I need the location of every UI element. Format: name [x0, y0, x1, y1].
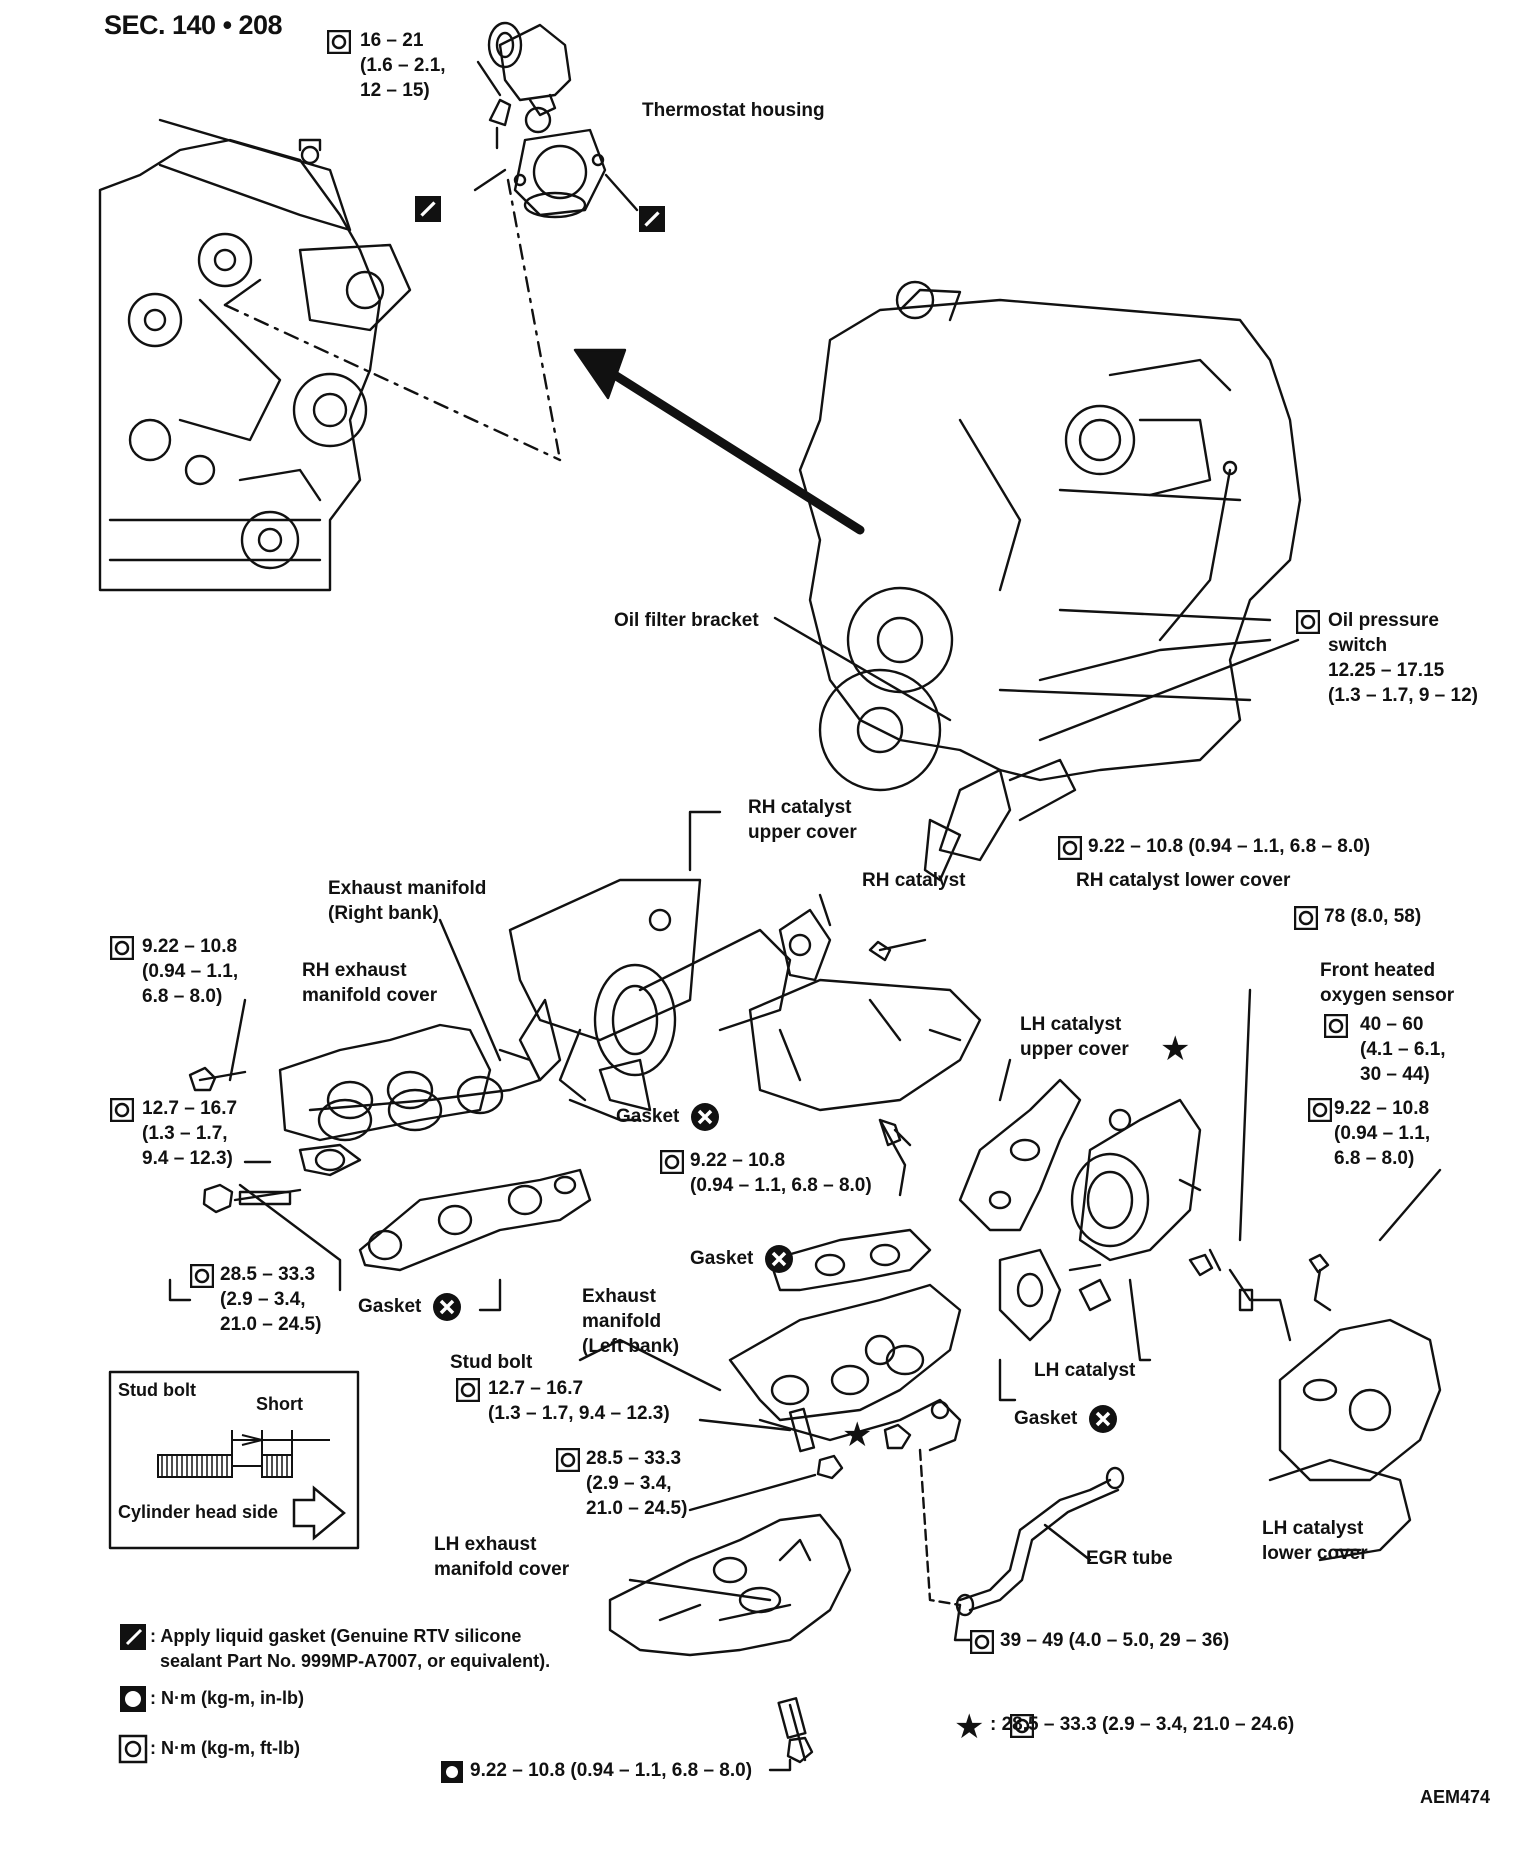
rh-manifold-gasket-label: Gasket — [358, 1296, 422, 1317]
lh-catalyst-lower-cover-label: LH catalyst lower cover — [1262, 1518, 1368, 1564]
stud-bolt-label: Stud bolt — [450, 1352, 533, 1373]
rh-catalyst-lower-cover-label: RH catalyst lower cover — [1076, 870, 1291, 891]
engine-front-view-drawing — [98, 118, 412, 592]
rh-lower-cover-torque: 9.22 – 10.8 (0.94 – 1.1, 6.8 – 8.0) — [690, 1150, 872, 1196]
inset-short-label: Short — [256, 1394, 303, 1414]
stud-bolt-inset — [157, 1430, 346, 1541]
torque-wrench-icon — [327, 30, 351, 54]
thermostat-housing-label: Thermostat housing — [642, 100, 825, 121]
lh-exhaust-manifold-cover-drawing — [608, 1513, 852, 1657]
torque-wrench-icon — [1010, 1714, 1034, 1738]
egr-tube-torque: 39 – 49 (4.0 – 5.0, 29 – 36) — [1000, 1630, 1230, 1651]
lh-catalyst-drawing — [1068, 1098, 1202, 1312]
replace-gasket-icon — [765, 1245, 793, 1273]
legend-liquid-gasket: : Apply liquid gasket (Genuine RTV silic… — [150, 1626, 551, 1671]
star-icon: ★ — [1160, 1030, 1191, 1068]
egr-tube-label: EGR tube — [1086, 1548, 1173, 1569]
liquid-gasket-icon — [415, 196, 441, 222]
rh-catalyst-upper-cover-label: RH catalyst upper cover — [748, 797, 857, 843]
torque-wrench-icon — [1296, 610, 1320, 634]
lh-exhaust-manifold-cover-label: LH exhaust manifold cover — [434, 1534, 570, 1580]
torque-wrench-icon — [556, 1448, 580, 1472]
rh-catalyst-gasket-label: Gasket — [616, 1106, 680, 1127]
oil-filter-bracket-label: Oil filter bracket — [614, 610, 759, 631]
section-reference: SEC. 140 • 208 — [104, 10, 283, 40]
torque-wrench-icon — [1308, 1098, 1332, 1122]
lh-catalyst-gasket-label: Gasket — [1014, 1408, 1078, 1429]
inset-cylinder-head-side-label: Cylinder head side — [118, 1502, 279, 1522]
engine-block-drawing — [798, 280, 1302, 882]
thermostat-bolt-torque: 16 – 21 (1.6 – 2.1, 12 – 15) — [360, 30, 446, 101]
torque-wrench-icon — [110, 1098, 134, 1122]
lh-catalyst-label: LH catalyst — [1034, 1360, 1136, 1381]
torque-wrench-icon — [110, 936, 134, 960]
oxygen-sensor-torque: 40 – 60 (4.1 – 6.1, 30 – 44) — [1360, 1014, 1446, 1085]
lh-cover-bolt-torque: 9.22 – 10.8 (0.94 – 1.1, 6.8 – 8.0) — [470, 1760, 753, 1781]
legend-symbols — [118, 1624, 148, 1764]
torque-wrench-icon — [1324, 1014, 1348, 1038]
star-icon: ★ — [842, 1416, 873, 1454]
torque-wrench-icon — [660, 1150, 684, 1174]
thermostat-housing-drawing — [473, 21, 639, 219]
torque-wrench-filled-icon — [441, 1761, 463, 1783]
torque-wrench-icon — [456, 1378, 480, 1402]
inset-stud-bolt-label: Stud bolt — [118, 1380, 196, 1400]
oil-pressure-switch-label: Oil pressure switch 12.25 – 17.15 (1.3 –… — [1328, 610, 1478, 706]
rh-cover-bolt-torque: 9.22 – 10.8 (0.94 – 1.1, 6.8 – 8.0) — [142, 936, 239, 1007]
rh-exhaust-manifold-drawing — [278, 1023, 542, 1177]
front-heated-oxygen-sensor-label: Front heated oxygen sensor — [1320, 960, 1455, 1006]
lh-stud-torque: 12.7 – 16.7 (1.3 – 1.7, 9.4 – 12.3) — [488, 1378, 670, 1424]
rh-upper-cover-torque: 9.22 – 10.8 (0.94 – 1.1, 6.8 – 8.0) — [1088, 836, 1371, 857]
torque-wrench-icon — [970, 1630, 994, 1654]
lh-exhaust-manifold-drawing — [728, 1228, 962, 1452]
replace-gasket-icon — [433, 1293, 461, 1321]
figure-code: AEM474 — [1419, 1787, 1490, 1807]
lh-nut-torque: 28.5 – 33.3 (2.9 – 3.4, 21.0 – 24.5) — [586, 1448, 688, 1519]
lh-catalyst-upper-cover-label: LH catalyst upper cover — [1020, 1014, 1129, 1060]
rh-stud-torque: 12.7 – 16.7 (1.3 – 1.7, 9.4 – 12.3) — [142, 1098, 238, 1169]
rh-nut-torque: 28.5 – 33.3 (2.9 – 3.4, 21.0 – 24.5) — [220, 1264, 322, 1335]
torque-wrench-icon — [1294, 906, 1318, 930]
replace-gasket-icon — [691, 1103, 719, 1131]
exhaust-manifold-right-label: Exhaust manifold (Right bank) — [328, 878, 487, 924]
legend-nm-inlb: : N·m (kg-m, in-lb) — [150, 1688, 304, 1708]
star-nut-torque-note: : 28.5 – 33.3 (2.9 – 3.4, 21.0 – 24.6) — [990, 1714, 1295, 1735]
torque-wrench-icon — [1058, 836, 1082, 860]
star-icon: ★ — [954, 1708, 985, 1746]
torque-wrench-icon — [190, 1264, 214, 1288]
replace-gasket-icon — [1089, 1405, 1117, 1433]
legend-nm-ftlb: : N·m (kg-m, ft-lb) — [150, 1738, 300, 1758]
lh-manifold-gasket-label: Gasket — [690, 1248, 754, 1269]
exhaust-manifold-left-label: Exhaust manifold (Left bank) — [582, 1286, 680, 1357]
liquid-gasket-icon — [639, 206, 665, 232]
lh-lower-cover-torque: 9.22 – 10.8 (0.94 – 1.1, 6.8 – 8.0) — [1334, 1098, 1431, 1169]
rh-catalyst-label: RH catalyst — [862, 870, 966, 891]
rh-exhaust-manifold-cover-label: RH exhaust manifold cover — [302, 960, 438, 1006]
torque-78: 78 (8.0, 58) — [1324, 906, 1422, 927]
